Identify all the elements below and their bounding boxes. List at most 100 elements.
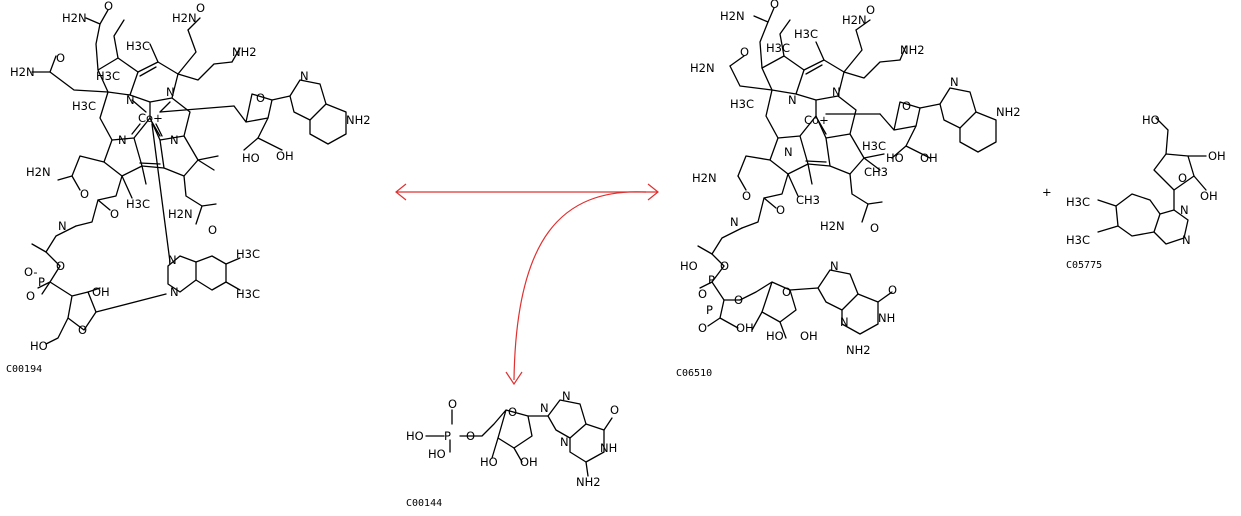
atom-label: P	[444, 429, 451, 443]
molecule-c05775: HO OH OH O N N H3C H3C C05775	[1066, 113, 1226, 271]
atom-label: OH	[1200, 189, 1218, 203]
atom-label: OH	[1208, 149, 1226, 163]
atom-label: OH	[800, 329, 818, 343]
atom-label: NH2	[346, 113, 371, 127]
atom-label: HO	[30, 339, 48, 353]
curved-arrow-head	[505, 371, 523, 386]
atom-label: H2N	[690, 61, 715, 75]
molecule-c06510: H2N H2N NH2 H2N H3C H3C O O O H3C N N Co…	[676, 0, 1021, 379]
atom-label: O	[78, 323, 87, 337]
atom-label: O	[782, 285, 791, 299]
atom-label: O	[508, 405, 517, 419]
atom-label: NH2	[232, 45, 257, 59]
atom-label: H3C	[1066, 233, 1090, 247]
atom-label: N	[840, 315, 849, 329]
atom-label: H2N	[10, 65, 35, 79]
atom-label: H3C	[96, 69, 120, 83]
atom-label: H3C	[126, 197, 150, 211]
atom-label: H2N	[168, 207, 193, 221]
atom-label: N	[170, 133, 179, 147]
atom-label: N	[118, 133, 127, 147]
atom-label: H3C	[766, 41, 790, 55]
atom-label: H2N	[692, 171, 717, 185]
atom-label: N	[562, 389, 571, 403]
atom-label: N	[950, 75, 959, 89]
atom-label: H2N	[26, 165, 51, 179]
atom-label: O	[742, 189, 751, 203]
atom-label: H2N	[62, 11, 87, 25]
atom-label: O	[866, 3, 875, 17]
curved-arrow	[513, 191, 647, 381]
atom-label: OH	[276, 149, 294, 163]
plus-sign: +	[1042, 185, 1052, 199]
atom-label: H3C	[236, 247, 260, 261]
atom-label: HO	[242, 151, 260, 165]
atom-label: H2N	[720, 9, 745, 23]
atom-label: O	[196, 1, 205, 15]
atom-label: O	[56, 259, 65, 273]
atom-label: N	[788, 93, 797, 107]
atom-label: HO	[886, 151, 904, 165]
atom-label: H3C	[862, 139, 886, 153]
compound-id-c00194: C00194	[6, 364, 42, 375]
atom-label: O	[208, 223, 217, 237]
atom-label: O	[870, 221, 879, 235]
atom-label: H3C	[236, 287, 260, 301]
atom-label: O	[1178, 171, 1187, 185]
atom-label: H3C	[730, 97, 754, 111]
atom-label: H3C	[72, 99, 96, 113]
atom-label: O	[80, 187, 89, 201]
atom-label: NH2	[576, 475, 601, 489]
atom-label: HO	[406, 429, 424, 443]
ch3-label: CH3	[864, 165, 888, 179]
atom-label: OH	[92, 285, 110, 299]
reaction-arrows	[395, 183, 659, 386]
atom-label: HO	[428, 447, 446, 461]
atom-label: O	[698, 321, 707, 335]
atom-label: N	[168, 253, 177, 267]
atom-label: N	[166, 85, 175, 99]
atom-label: CH3	[796, 193, 820, 207]
atom-label: Co+	[804, 113, 829, 127]
atom-label: OH	[736, 321, 754, 335]
atom-label: N	[830, 259, 839, 273]
atom-label: N	[170, 285, 179, 299]
atom-label: OH	[920, 151, 938, 165]
molecule-c00144: HO P O HO O O HO OH N N O NH N NH2 C0014…	[406, 389, 619, 509]
atom-label: N	[540, 401, 549, 415]
arrow-head-right	[647, 183, 659, 201]
atom-label: O	[888, 283, 897, 297]
atom-label: O	[740, 45, 749, 59]
arrow-head-left	[395, 183, 407, 201]
atom-label: Co+	[138, 111, 163, 125]
atom-label: N	[560, 435, 569, 449]
atom-label: H3C	[126, 39, 150, 53]
atom-label: O	[104, 0, 113, 13]
atom-label: H2N	[172, 11, 197, 25]
atom-label: N	[1180, 203, 1189, 217]
molecule-c00194: H2N H2N NH2 H2N H3C H3C O O O H3C N N Co…	[6, 0, 371, 375]
atom-label: P	[708, 273, 715, 287]
atom-label: H2N	[842, 13, 867, 27]
atom-label: NH2	[996, 105, 1021, 119]
atom-label: HO	[1142, 113, 1160, 127]
atom-label: NH2	[846, 343, 871, 357]
atom-label: NH2	[900, 43, 925, 57]
atom-label: O	[734, 293, 743, 307]
atom-label: O	[610, 403, 619, 417]
atom-label: N	[300, 69, 309, 83]
atom-label: O	[26, 289, 35, 303]
atom-label: OH	[520, 455, 538, 469]
atom-label: O	[720, 259, 729, 273]
atom-label: O	[110, 207, 119, 221]
compound-id-c05775: C05775	[1066, 260, 1102, 271]
atom-label: HO	[680, 259, 698, 273]
atom-label: HO	[480, 455, 498, 469]
atom-label: N	[832, 85, 841, 99]
atom-label: O	[770, 0, 779, 11]
atom-label: N	[1182, 233, 1191, 247]
atom-label: N	[58, 219, 67, 233]
compound-id-c06510: C06510	[676, 368, 712, 379]
atom-label: N	[730, 215, 739, 229]
